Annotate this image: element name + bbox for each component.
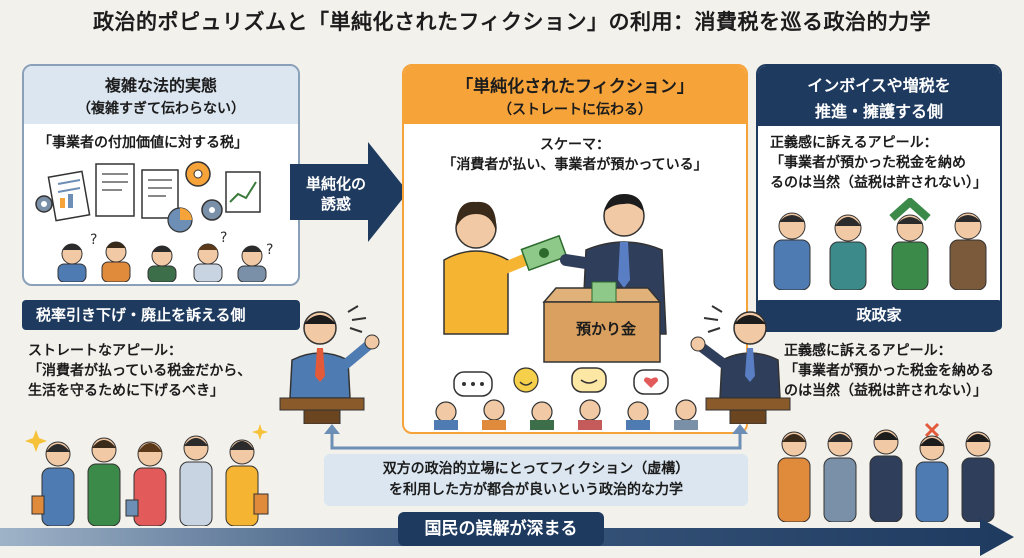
complex-reality-heading: 複雑な法的実態 (104, 76, 217, 95)
heart-icon (633, 369, 669, 395)
consumer-pays-illustration (434, 194, 698, 430)
confused-person (57, 243, 87, 282)
complex-reality-subheading: （複雑すぎて伝わらない） (77, 101, 245, 117)
proponents-appeal-line2: るのは当然（益税は許されない）」 (770, 175, 987, 191)
person (961, 431, 995, 522)
citizen (179, 435, 213, 526)
reduce-tax-appeal-label: ストレートなアピール： (28, 343, 182, 359)
citizen (87, 437, 121, 526)
reduce-tax-appeal-line1: 「消費者が払っている税金だから、 (28, 363, 252, 379)
question-mark-icon: ? (220, 230, 227, 246)
person (915, 435, 949, 522)
gear-icon (201, 199, 223, 221)
proponents-heading-line1: インボイスや増税を (807, 76, 951, 95)
complex-reality-panel: 複雑な法的実態 （複雑すぎて伝わらない） 「事業者の付加価値に対する税」 (22, 64, 300, 286)
schema-text: 「消費者が払い、事業者が預かっている」 (442, 157, 708, 173)
left-politician-illustration (279, 305, 380, 424)
legal-definition-quote: 「事業者の付加価値に対する税」 (38, 135, 248, 151)
confused-person (237, 245, 267, 282)
proponents-illustration (773, 198, 987, 290)
simplification-arrow (290, 142, 408, 242)
confused-person (101, 241, 131, 282)
proponents-panel: インボイスや増税を 推進・擁護する側 正義感に訴えるアピール： 「事業者が預かっ… (756, 64, 1002, 332)
person (823, 431, 857, 522)
confusing-documents-illustration: ? ? ? (35, 161, 273, 282)
reduce-tax-band: 税率引き下げ・廃止を訴える側 (22, 300, 300, 330)
citizen (225, 439, 269, 526)
temptation-line1: 単純化の (305, 175, 366, 193)
fiction-subheading: （ストレートに伝わる） (498, 102, 652, 118)
temptation-label: 単純化の 誘惑 (296, 174, 376, 214)
mutual-benefit-note: 双方の政治的立場にとってフィクション（虚構） を利用した方が都合が良いという政治… (324, 454, 748, 506)
speech-bubble-icon (453, 371, 493, 397)
sparkle-icon (25, 424, 268, 452)
confused-person (147, 245, 177, 282)
document-icon (47, 170, 91, 222)
person (773, 212, 811, 290)
page-title: 政治的ポピュリズムと「単純化されたフィクション」の利用：消費税を巡る政治的力学 (92, 10, 932, 34)
politician-band: 政政家 (756, 300, 1002, 330)
audience (435, 399, 697, 423)
person (869, 429, 903, 522)
audience-bodies (434, 420, 698, 430)
mutual-benefit-line1: 双方の政治的立場にとってフィクション（虚構） (382, 461, 690, 477)
person (777, 431, 811, 522)
proponents-header: インボイスや増税を 推進・擁護する側 (758, 66, 1000, 126)
pie-chart-icon (167, 207, 193, 233)
deposit-box (542, 281, 662, 363)
oppose-appeal-label: 正義感に訴えるアピール： (784, 343, 952, 359)
gear-icon (185, 161, 211, 187)
money-bill-icon (520, 234, 568, 272)
cross-icon (924, 422, 940, 438)
reduce-tax-appeal-line2: 生活を守るために下げるべき」 (28, 383, 224, 399)
oppose-appeal-line1: 「事業者が預かった税金を納める (784, 363, 994, 379)
question-mark-icon: ? (90, 232, 97, 248)
person (889, 198, 931, 290)
fiction-heading: 「単純化されたフィクション」 (456, 77, 694, 97)
misunderstanding-banner: 国民の誤解が深まる (398, 512, 604, 546)
proponents-heading-line2: 推進・擁護する側 (814, 102, 943, 121)
smile-icon (513, 367, 539, 393)
citizen (125, 441, 167, 526)
proponents-appeal-label: 正義感に訴えるアピール： (770, 135, 938, 151)
question-mark-icon: ? (266, 242, 273, 258)
person (829, 214, 867, 290)
mutual-benefit-bracket (324, 424, 748, 450)
mutual-benefit-line2: を利用した方が都合が良いという政治的な力学 (389, 482, 683, 498)
complex-reality-header: 複雑な法的実態 （複雑すぎて伝わらない） (24, 66, 298, 124)
schema-label: スケーマ： (540, 137, 610, 153)
gear-icon (35, 195, 53, 213)
fiction-header: 「単純化されたフィクション」 （ストレートに伝わる） (404, 66, 746, 124)
proponents-crowd-illustration (777, 422, 995, 522)
deposit-box-label: 預かり金 (575, 320, 636, 338)
chart-document-icon (225, 171, 261, 213)
fiction-panel: 「単純化されたフィクション」 （ストレートに伝わる） スケーマ： 「消費者が払い… (402, 64, 748, 434)
citizen (31, 441, 75, 526)
confused-person (193, 243, 223, 282)
oppose-appeal-line2: のは当然（益税は許されない）」 (784, 383, 987, 399)
temptation-line2: 誘惑 (320, 195, 351, 213)
citizens-crowd-illustration (25, 424, 269, 526)
speech-bubble-icon (571, 367, 607, 393)
right-politician-illustration (690, 305, 791, 424)
document-icon (141, 169, 179, 219)
proponents-appeal-line1: 「事業者が預かった税金を納め (770, 155, 966, 171)
consumer-woman (443, 201, 540, 335)
person (949, 212, 987, 290)
